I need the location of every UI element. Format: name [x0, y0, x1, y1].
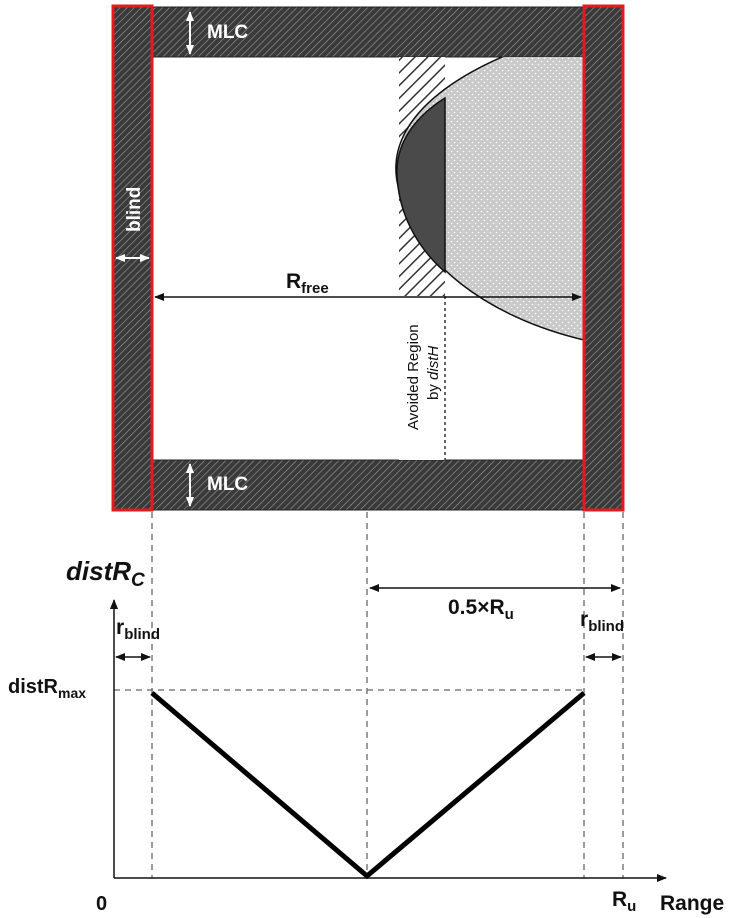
- top-schematic: MLC MLC blind Rfree Avoided Region by di…: [111, 4, 625, 512]
- origin-label: 0: [96, 893, 107, 915]
- avoided-by-label: by distH: [425, 346, 442, 400]
- mlc-top-bar: [151, 6, 585, 58]
- avoided-region-label-box: [399, 296, 445, 460]
- blind-column-right: [582, 4, 625, 512]
- y-axis-label: distRC: [66, 556, 145, 591]
- blind-label: blind: [124, 187, 145, 232]
- mlc-bottom-label: MLC: [207, 474, 248, 495]
- mlc-bottom-bar: [151, 459, 585, 511]
- rblind-right-label: rblind: [580, 608, 624, 635]
- x-axis-label: Range: [660, 892, 724, 915]
- rblind-left-label: rblind: [116, 616, 160, 643]
- half-ru-label: 0.5×Ru: [448, 596, 514, 623]
- avoided-overlap-region: [396, 96, 446, 274]
- mlc-top-label: MLC: [207, 22, 248, 43]
- distrc-graph: distRC rblind rblind 0.5×Ru distRmax 0 R…: [8, 556, 724, 915]
- guide-lines: [114, 512, 624, 878]
- ru-label: Ru: [612, 888, 636, 915]
- distrmax-label: distRmax: [8, 676, 86, 701]
- rfree-label: Rfree: [286, 270, 329, 297]
- distrc-curve: [150, 691, 586, 880]
- avoided-region-label: Avoided Region: [405, 324, 422, 430]
